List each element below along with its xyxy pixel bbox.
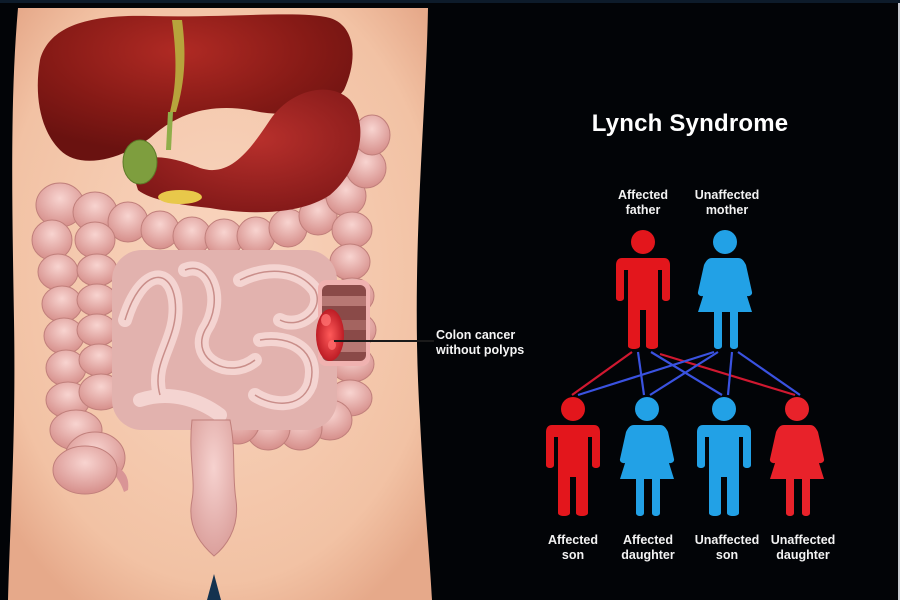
label-unaffected-mother: Unaffected mother — [682, 188, 772, 218]
label-affected-son: Affected son — [528, 533, 618, 563]
label-line: father — [625, 203, 661, 217]
callout-line-1: Colon cancer — [436, 328, 516, 342]
small-intestine — [112, 250, 337, 430]
common-bile-duct — [166, 112, 173, 150]
colon-cancer-callout: Colon cancer without polyps — [436, 328, 524, 358]
figure-unaffected-daughter — [769, 397, 825, 516]
label-line: Unaffected — [694, 533, 760, 547]
label-affected-father: Affected father — [598, 188, 688, 218]
label-line: Unaffected — [694, 188, 760, 202]
liver — [37, 14, 353, 161]
label-unaffected-daughter: Unaffected daughter — [758, 533, 848, 563]
label-line: Unaffected — [770, 533, 836, 547]
colon-tumor-cutaway — [316, 280, 370, 366]
label-line: son — [715, 548, 739, 562]
label-line: Affected — [547, 533, 598, 547]
top-border — [0, 0, 900, 3]
stomach — [130, 89, 361, 213]
rectum — [190, 419, 238, 557]
gallbladder — [122, 139, 158, 185]
navel-notch — [207, 574, 221, 600]
pancreas — [158, 190, 202, 204]
bile-duct — [170, 20, 185, 112]
label-line: daughter — [776, 548, 830, 562]
figure-affected-father — [616, 230, 670, 349]
label-line: daughter — [621, 548, 675, 562]
label-unaffected-son: Unaffected son — [682, 533, 772, 563]
cecum — [52, 445, 118, 495]
figure-affected-daughter — [619, 397, 675, 516]
inheritance-lines — [571, 350, 801, 397]
callout-line-2: without polyps — [436, 343, 525, 357]
label-affected-daughter: Affected daughter — [603, 533, 693, 563]
figure-unaffected-mother — [697, 230, 753, 349]
label-line: mother — [705, 203, 749, 217]
diagram-title: Lynch Syndrome — [591, 110, 789, 137]
figure-unaffected-son — [697, 397, 751, 516]
label-line: Affected — [617, 188, 668, 202]
figure-affected-son — [546, 397, 600, 516]
label-line: son — [561, 548, 585, 562]
label-line: Affected — [622, 533, 673, 547]
